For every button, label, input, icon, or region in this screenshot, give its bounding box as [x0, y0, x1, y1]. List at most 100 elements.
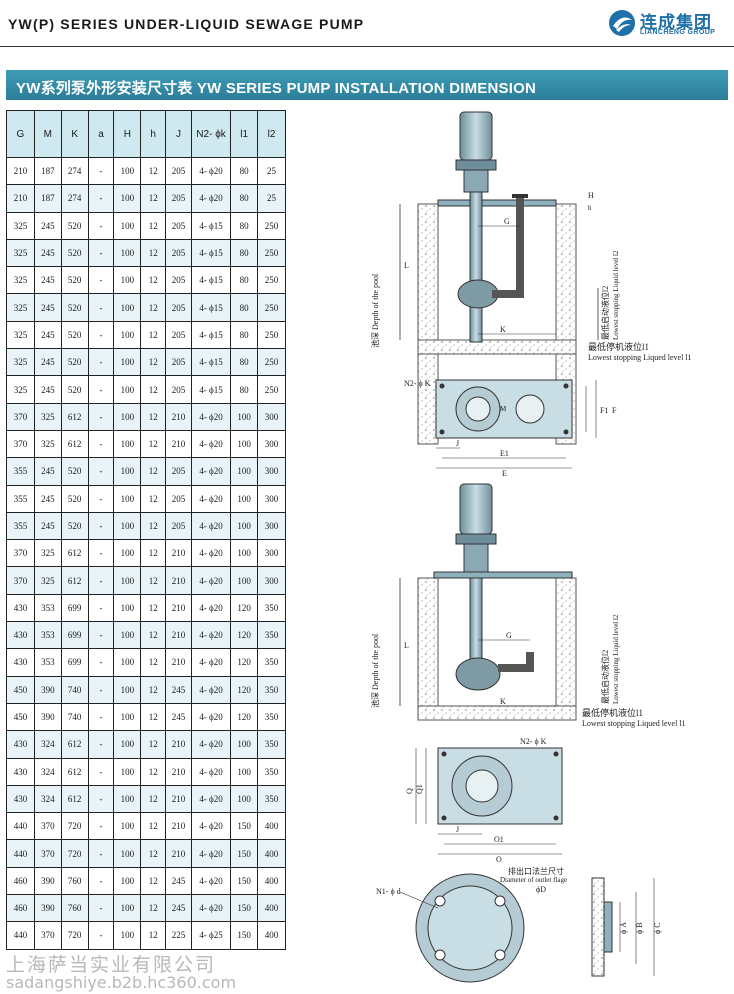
table-cell: 325: [33, 429, 62, 459]
table-cell: -: [87, 211, 115, 240]
column-header: h: [140, 110, 167, 158]
label-N2K-2: N2- ϕ K: [520, 737, 547, 746]
label-h: h: [588, 204, 592, 212]
table-cell: 390: [33, 702, 62, 732]
table-cell: 210: [165, 839, 192, 868]
table-cell: 12: [140, 348, 167, 377]
table-cell: 250: [257, 266, 286, 295]
table-cell: 245: [165, 894, 192, 923]
table-cell: 205: [165, 348, 192, 377]
table-cell: 210: [165, 648, 192, 677]
table-cell: 325: [6, 320, 35, 350]
table-cell: 205: [165, 266, 192, 295]
table-cell: 12: [140, 539, 167, 568]
table-cell: 4- ϕ20: [190, 539, 232, 568]
table-cell: 370: [6, 402, 35, 431]
table-cell: 187: [33, 184, 62, 213]
label-D: ϕD: [536, 885, 546, 894]
table-cell: 245: [33, 238, 62, 268]
table-cell: 4- ϕ20: [190, 457, 232, 486]
label-J: J: [456, 439, 459, 448]
table-cell: 12: [140, 156, 167, 186]
table-cell: 353: [33, 648, 62, 677]
table-cell: 245: [33, 484, 62, 513]
table-cell: 205: [165, 484, 192, 513]
start-level-label-2: 最低启动液位l2: [600, 650, 610, 704]
table-cell: 430: [6, 730, 35, 759]
table-cell: -: [87, 293, 115, 322]
table-cell: 4- ϕ20: [190, 429, 232, 459]
table-cell: 100: [113, 184, 142, 213]
table-cell: 4- ϕ20: [190, 866, 232, 896]
table-cell: 80: [230, 293, 259, 322]
table-cell: 100: [230, 457, 259, 486]
table-cell: 100: [113, 675, 142, 704]
table-cell: -: [87, 921, 115, 950]
table-cell: 100: [113, 784, 142, 814]
table-cell: -: [87, 429, 115, 459]
table-cell: 100: [113, 375, 142, 404]
table-cell: 612: [60, 730, 89, 759]
table-cell: 12: [140, 566, 167, 595]
table-cell: 350: [257, 621, 286, 650]
label-F1: F1: [600, 406, 608, 415]
table-cell: -: [87, 320, 115, 350]
table-cell: 250: [257, 375, 286, 404]
table-cell: 245: [165, 675, 192, 704]
table-cell: 245: [33, 375, 62, 404]
table-cell: 300: [257, 566, 286, 595]
table-cell: -: [87, 184, 115, 213]
table-cell: 760: [60, 866, 89, 896]
table-cell: 4- ϕ20: [190, 730, 232, 759]
table-cell: 100: [113, 593, 142, 623]
column-header: G: [6, 110, 35, 158]
table-cell: 400: [257, 812, 286, 841]
table-cell: 390: [33, 866, 62, 896]
table-cell: 400: [257, 921, 286, 950]
table-cell: 12: [140, 784, 167, 814]
table-cell: 720: [60, 812, 89, 841]
label-E1: E1: [500, 449, 509, 458]
table-cell: 325: [6, 238, 35, 268]
table-cell: 4- ϕ20: [190, 156, 232, 186]
table-cell: 100: [113, 402, 142, 431]
table-cell: 720: [60, 839, 89, 868]
table-cell: 12: [140, 484, 167, 513]
label-O: O: [496, 855, 502, 864]
table-cell: 100: [230, 730, 259, 759]
table-cell: 100: [230, 429, 259, 459]
table-cell: 4- ϕ20: [190, 184, 232, 213]
table-cell: 210: [165, 402, 192, 431]
page-title: YW(P) SERIES UNDER-LIQUID SEWAGE PUMP: [8, 16, 365, 32]
table-cell: 520: [60, 511, 89, 541]
table-cell: 370: [6, 429, 35, 459]
table-cell: 274: [60, 156, 89, 186]
table-cell: 4- ϕ20: [190, 621, 232, 650]
table-cell: 4- ϕ20: [190, 812, 232, 841]
column-header: N2- ϕk: [190, 110, 232, 158]
label-Q1: Q1: [415, 784, 424, 794]
table-cell: 325: [33, 566, 62, 595]
table-cell: -: [87, 702, 115, 732]
table-cell: 12: [140, 238, 167, 268]
label-L: L: [404, 261, 409, 270]
table-cell: 430: [6, 784, 35, 814]
table-cell: 250: [257, 211, 286, 240]
table-cell: 150: [230, 839, 259, 868]
table-cell: 12: [140, 730, 167, 759]
outlet-flange-drawing: 排出口法兰尺寸 Diameter of outlet flage N1- ϕ d…: [376, 866, 662, 983]
table-cell: -: [87, 484, 115, 513]
table-cell: 4- ϕ15: [190, 238, 232, 268]
stop-level-label: 最低停机液位l1: [588, 341, 649, 352]
label-F: F: [612, 406, 617, 415]
table-cell: 245: [33, 320, 62, 350]
